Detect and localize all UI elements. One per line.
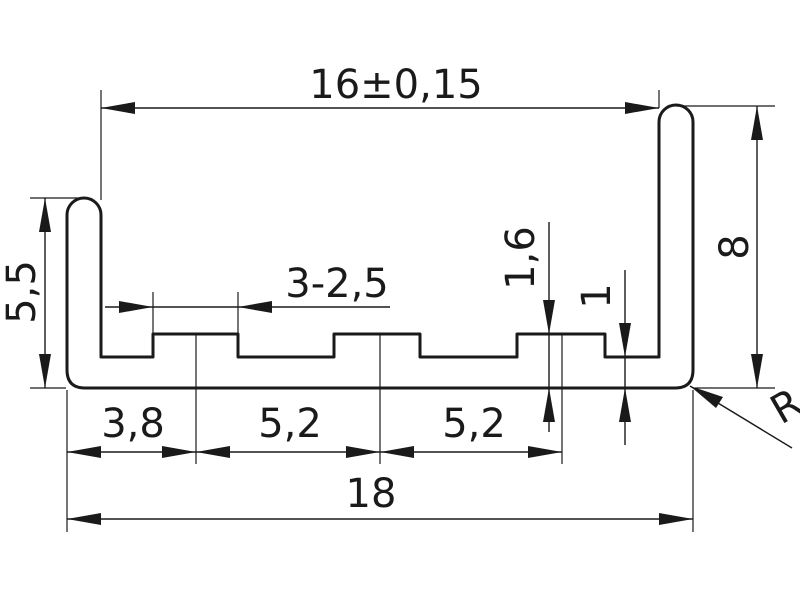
- dimension-radius: R: [689, 380, 800, 449]
- dimension-inner-width: 16±0,15: [100, 62, 660, 200]
- dimension-label-left-offset: 3,8: [101, 401, 165, 447]
- dimension-thickness: 1: [574, 270, 631, 445]
- dimension-label-slots: 3-2,5: [285, 261, 389, 307]
- dimension-left-height: 5,5: [0, 197, 82, 389]
- dimension-label-pitch-2: 5,2: [442, 401, 506, 447]
- dimension-label-pitch-1: 5,2: [258, 401, 322, 447]
- dimension-pitch-chain: 3,8 5,2 5,2: [66, 334, 563, 532]
- dimension-label-inner-width: 16±0,15: [309, 62, 482, 108]
- dimension-label-overall-width: 18: [346, 471, 397, 517]
- dimension-label-right-height: 8: [712, 234, 758, 259]
- dimension-overall-width: 18: [67, 390, 694, 532]
- dimension-right-height: 8: [676, 105, 775, 389]
- dimension-label-left-height: 5,5: [0, 260, 45, 324]
- dimension-slots: 3-2,5: [105, 261, 390, 334]
- profile-outline: [65, 103, 695, 390]
- dimension-label-rib-height: 1,6: [498, 226, 544, 290]
- dimension-label-thickness: 1: [574, 283, 620, 308]
- dimension-rib-height: 1,6: [498, 222, 555, 432]
